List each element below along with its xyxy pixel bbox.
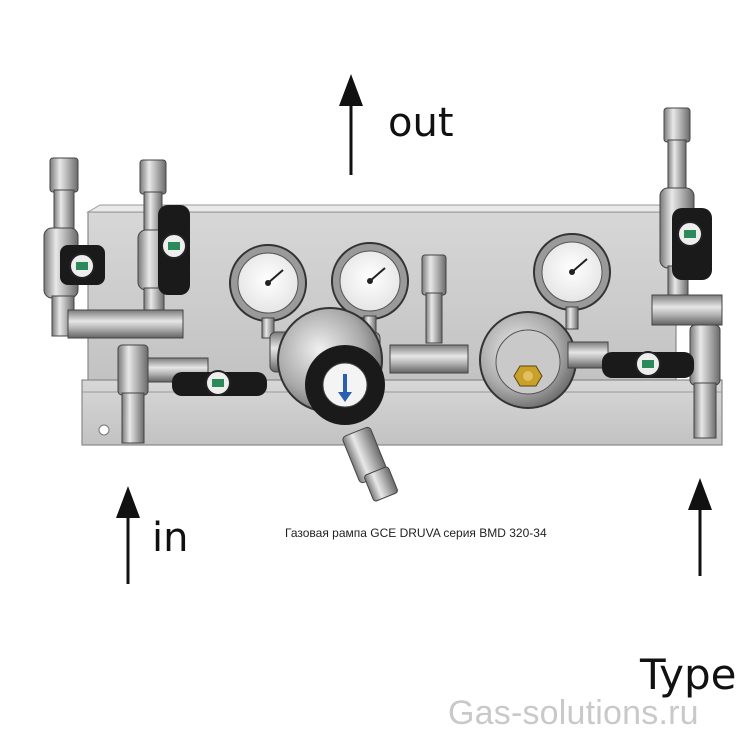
caption: Газовая рампа GCE DRUVA серия BMD 320-34 bbox=[285, 526, 547, 540]
type-label: Type bbox=[640, 650, 737, 699]
pressure-gauge-icon bbox=[229, 233, 611, 341]
inlet-label: in bbox=[152, 515, 189, 561]
right-regulator bbox=[479, 311, 609, 409]
outlet-pipe bbox=[389, 254, 469, 374]
ball-valve-icon bbox=[602, 208, 712, 378]
arrow-out-icon bbox=[339, 74, 363, 175]
outlet-label: out bbox=[388, 100, 454, 146]
arrow-type-icon bbox=[688, 478, 712, 576]
watermark: Gas-solutions.ru bbox=[448, 694, 699, 732]
left-regulator bbox=[269, 307, 398, 502]
ball-valve-icon bbox=[60, 205, 190, 295]
lower-left-inlet bbox=[117, 344, 267, 444]
arrow-in-icon bbox=[116, 486, 140, 584]
